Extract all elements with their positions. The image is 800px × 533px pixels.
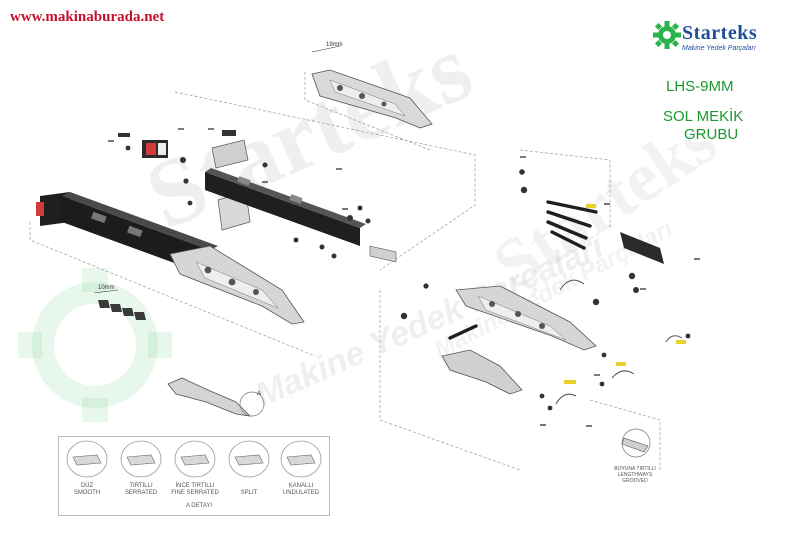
detail-a-callout: A [257, 391, 262, 397]
right-shuttle-plate [455, 285, 597, 351]
starteks-logo: Starteks Makine Yedek Parçaları [652, 18, 792, 60]
tip-set [98, 300, 146, 320]
screws-middle [262, 162, 371, 259]
grooved-note: BOYUNA TIRTILLI LENGTHWAYS GROOVED [606, 466, 664, 484]
main-shuttle-plate [169, 245, 305, 325]
screws-right [400, 169, 691, 411]
rod-set [448, 200, 598, 340]
tip-undulated-tr: KANALLI [288, 483, 314, 489]
springs-yellow [564, 204, 686, 384]
tip-fine-serrated-icon [174, 440, 216, 478]
tip-serrated-icon [120, 440, 162, 478]
tip-split-icon [228, 440, 270, 478]
tip-fine-serrated-en: FINE SERRATED [171, 490, 219, 496]
tip-fine-serrated-tr: İNCE TIRTILLI [175, 483, 215, 489]
tip-split: SPLIT [223, 437, 275, 501]
tip-serrated-en: SERRATED [124, 490, 158, 496]
group-title-line2: GRUBU [684, 126, 739, 143]
tip-undulated-en: UNDULATED [282, 490, 320, 496]
part-number-marks [108, 128, 700, 427]
tip-smooth-icon [66, 440, 108, 478]
dim-line-top [311, 45, 341, 53]
logo-wordmark: Starteks [682, 22, 758, 44]
right-lower-plate [441, 349, 523, 395]
grooved-tip [621, 428, 651, 458]
watermark-gear-teeth [18, 268, 172, 422]
group-title-line1: SOL MEKİK [663, 108, 744, 125]
middle-rail [205, 168, 366, 246]
tip-serrated-tr: TIRTILLI [129, 483, 153, 489]
top-shuttle-plate [311, 69, 433, 129]
rubber-block [620, 232, 664, 264]
bent-wires [555, 279, 683, 405]
tip-smooth-tr: DÜZ [80, 483, 94, 489]
dim-line-left [93, 289, 119, 294]
tip-split-en: SPLIT [240, 490, 258, 496]
bracket-block [142, 140, 168, 158]
dimension-label-left: 10mm [98, 285, 115, 291]
site-url[interactable]: www.makinaburada.net [10, 9, 165, 25]
assembly-frame-lines [29, 72, 661, 471]
gear-icon [653, 21, 681, 49]
model-title: LHS-9MM [666, 78, 734, 95]
dimension-label-top: 19mm [326, 42, 343, 48]
tip-smooth-en: SMOOTH [73, 490, 101, 496]
tip-undulated-icon [280, 440, 322, 478]
detail-a-tip [167, 377, 265, 417]
small-block [369, 245, 397, 263]
grooved-note-en: LENGTHWAYS GROOVED [617, 472, 653, 484]
grooved-note-tr: BOYUNA TIRTILLI [614, 466, 656, 472]
detail-a-caption: A DETAYI [185, 503, 213, 509]
logo-subtitle: Makine Yedek Parçaları [682, 45, 756, 52]
